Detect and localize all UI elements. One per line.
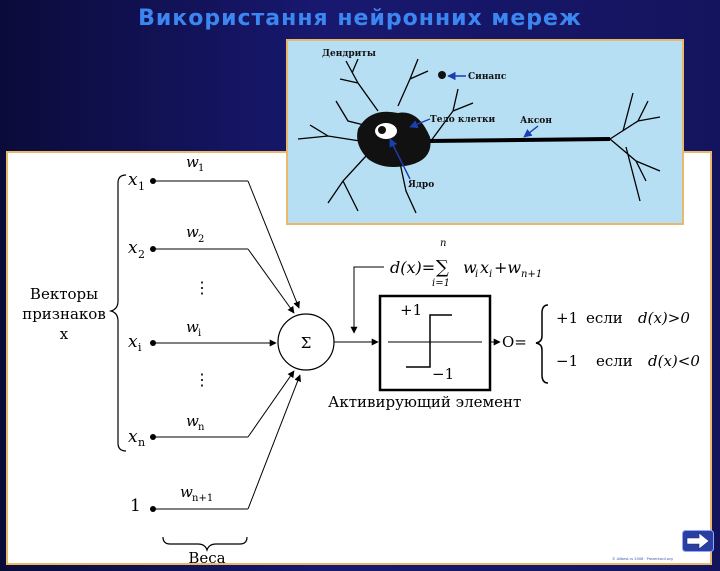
svg-text:2: 2 [138, 248, 145, 261]
output-brace [535, 304, 549, 384]
svg-text:n+1: n+1 [192, 493, 213, 504]
svg-text:−1: −1 [556, 352, 578, 370]
svg-text:x: x [480, 258, 489, 277]
input-bias: 1 w n+1 [130, 374, 301, 516]
svg-text:d(x)=: d(x)= [390, 258, 435, 277]
input-xi: x i w i [128, 318, 277, 354]
svg-text:2: 2 [198, 234, 204, 245]
svg-text:если: если [596, 352, 633, 370]
input-xn: x n w n [128, 370, 295, 449]
dots-lower: ⋮ [194, 370, 210, 389]
feature-vectors-label-3: x [60, 325, 69, 343]
feature-vectors-label-2: признаков [22, 305, 106, 323]
next-slide-button[interactable] [682, 530, 714, 552]
svg-text:+w: +w [494, 258, 521, 277]
weight-wn1: w [180, 483, 193, 501]
svg-text:w: w [463, 258, 477, 277]
case-positive: +1 если d(x)>0 [556, 309, 690, 327]
step-plus-label: +1 [400, 301, 422, 319]
copyright-text: © Allbest.ru 2008 · Prezentacii.org [612, 557, 673, 561]
cell-body [357, 111, 431, 167]
activation-element: +1 −1 [378, 294, 492, 392]
svg-text:x: x [128, 238, 138, 258]
svg-text:x: x [128, 427, 138, 447]
left-brace [108, 174, 127, 452]
svg-text:∑: ∑ [436, 257, 449, 278]
formula-arrow [350, 266, 384, 334]
svg-text:если: если [586, 309, 623, 327]
synapse-label: Синапс [468, 72, 507, 82]
weight-w2: w [186, 223, 199, 241]
svg-text:n: n [198, 422, 205, 433]
svg-text:i: i [198, 328, 201, 339]
sigma-symbol: Σ [301, 334, 312, 352]
input-x2: x 2 w 2 [128, 223, 295, 314]
nucleus-label: Ядро [408, 180, 434, 190]
svg-text:n: n [138, 436, 145, 449]
case-negative: −1 если d(x)<0 [556, 352, 700, 370]
svg-text:1: 1 [198, 163, 204, 174]
svg-text:i=1: i=1 [432, 278, 450, 289]
dots-upper: ⋮ [194, 278, 210, 297]
output-label: O= [502, 333, 527, 351]
synapse-knob [438, 71, 446, 79]
cell-body-label: Тело клетки [430, 115, 496, 125]
axon-label: Аксон [520, 116, 552, 126]
slide-title: Використання нейронних мереж [138, 6, 582, 31]
weight-wn: w [186, 412, 199, 430]
neuron-model-diagram: Векторы признаков x x 1 w 1 x 2 w 2 ⋮ x … [22, 153, 700, 567]
svg-text:d(x)>0: d(x)>0 [638, 309, 690, 327]
svg-text:i: i [489, 269, 492, 280]
weight-w1: w [186, 153, 199, 171]
svg-text:x: x [128, 170, 138, 190]
arrow-right-icon [682, 530, 714, 552]
svg-text:1: 1 [130, 496, 141, 516]
svg-text:+1: +1 [556, 309, 578, 327]
svg-text:x: x [128, 332, 138, 352]
neuron-illustration-panel: Дендриты Синапс Тело клетки Аксон Ядро [286, 39, 684, 225]
activation-label: Активирующий элемент [328, 393, 521, 411]
svg-text:i: i [138, 341, 142, 354]
weights-label: Веса [188, 549, 225, 567]
svg-text:d(x)<0: d(x)<0 [648, 352, 700, 370]
step-minus-label: −1 [432, 365, 454, 383]
neuron-illustration: Дендриты Синапс Тело клетки Аксон Ядро [297, 49, 661, 214]
svg-text:n: n [440, 238, 446, 249]
input-x1: x 1 w 1 [128, 153, 300, 309]
weight-wi: w [186, 318, 199, 336]
weights-brace [162, 536, 248, 552]
feature-vectors-label-1: Векторы [30, 285, 98, 303]
dendrites-label: Дендриты [322, 49, 376, 59]
svg-text:n+1: n+1 [521, 269, 542, 280]
svg-text:i: i [475, 269, 478, 280]
formula-d: d(x)= n ∑ i=1 w i x i +w n+1 [390, 238, 542, 289]
svg-text:1: 1 [138, 180, 145, 193]
